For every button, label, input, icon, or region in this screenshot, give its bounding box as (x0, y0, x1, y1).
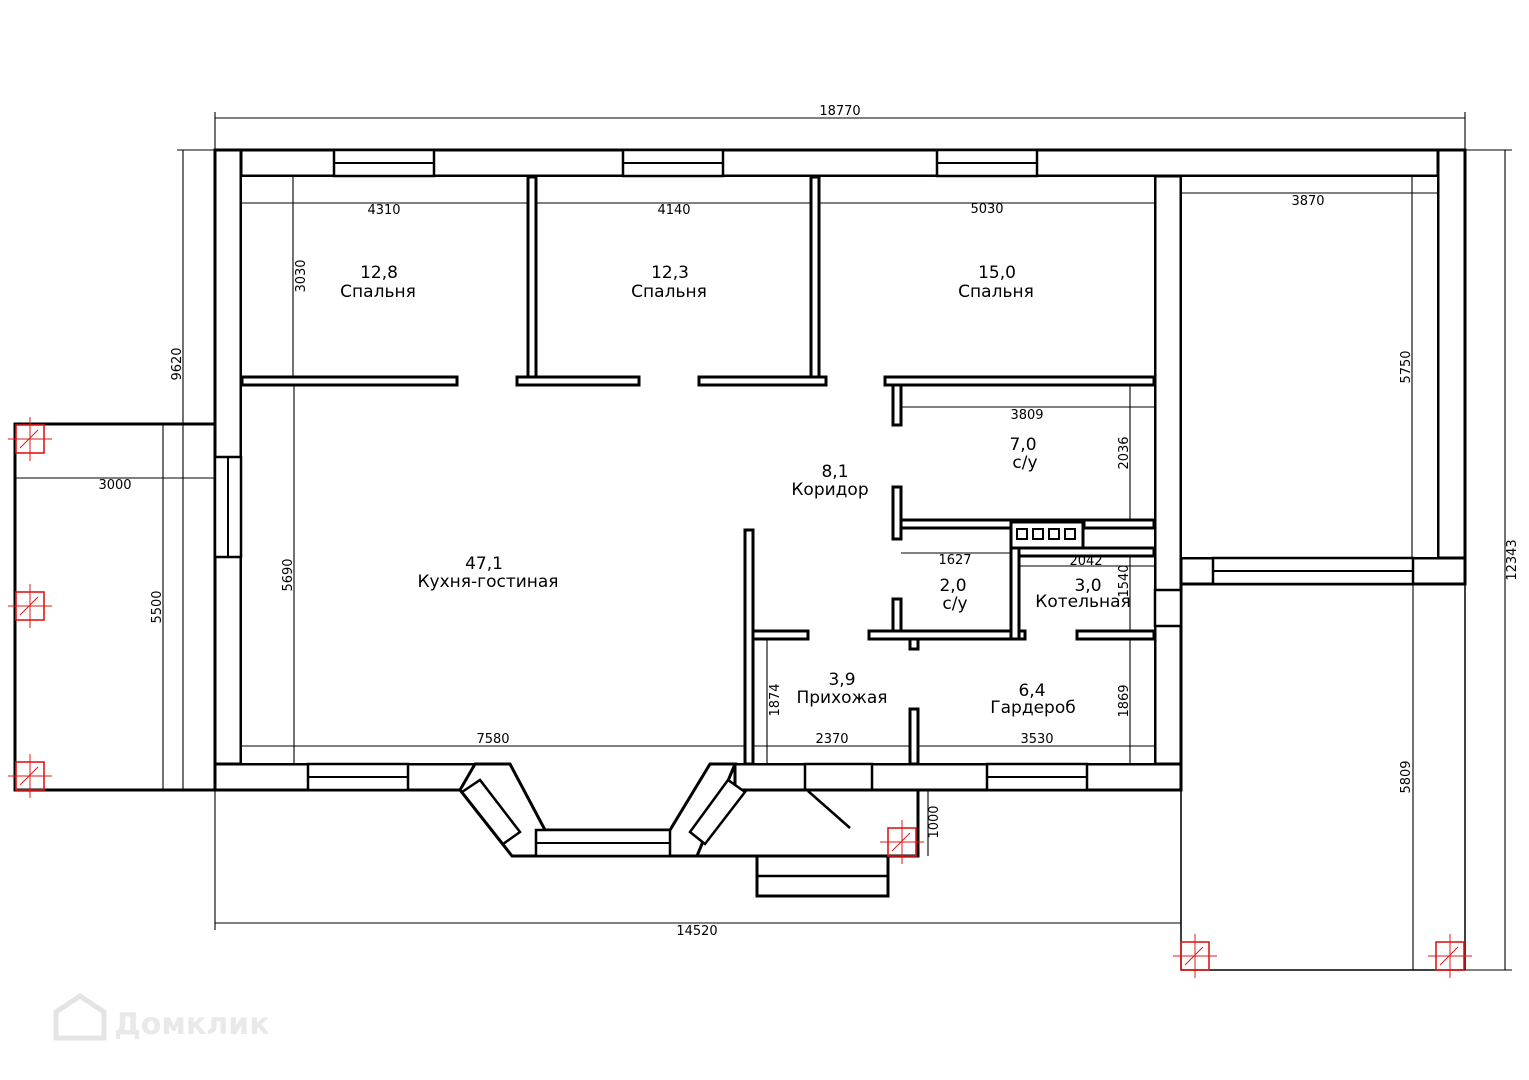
dim-bed3-width: 5030 (970, 202, 1003, 217)
room-area: 2,0 (939, 576, 966, 596)
interior-fills (242, 177, 1437, 763)
dim-porch-depth: 1000 (927, 805, 942, 838)
dim-total-width: 18770 (819, 104, 860, 119)
watermark-text: Домклик (114, 1007, 270, 1042)
vent-holes (1016, 528, 1076, 540)
dim-bed1-height: 3030 (294, 259, 309, 292)
room-corridor: 8,1 Коридор (791, 462, 868, 500)
room-labels: 12,8 Спальня 12,3 Спальня 15,0 Спальня 7… (340, 263, 1131, 718)
room-area: 3,0 (1074, 576, 1101, 596)
room-wardrobe: 6,4 Гардероб (990, 681, 1075, 718)
room-name: Кухня-гостиная (417, 572, 558, 592)
room-name: Спальня (340, 282, 416, 302)
dim-living-width: 7580 (476, 732, 509, 747)
room-name: Гардероб (990, 698, 1075, 718)
dim-bath1-width: 3809 (1010, 408, 1043, 423)
room-area: 7,0 (1009, 435, 1036, 455)
room-kitchen-living: 47,1 Кухня-гостиная (417, 554, 558, 592)
dim-hall-width: 2370 (815, 732, 848, 747)
room-name: Спальня (958, 282, 1034, 302)
post (8, 754, 52, 798)
dim-garage-height: 5750 (1399, 350, 1414, 383)
room-name: Котельная (1035, 592, 1130, 612)
post (880, 820, 924, 864)
room-bedroom-1: 12,8 Спальня (340, 263, 416, 302)
porch (697, 788, 920, 898)
room-name: с/у (1012, 453, 1037, 473)
room-name: Коридор (791, 480, 868, 500)
room-name: Прихожая (796, 688, 887, 708)
dim-carport-height: 5809 (1399, 760, 1414, 793)
dim-total-height-right: 12343 (1505, 539, 1520, 580)
room-area: 15,0 (978, 263, 1016, 283)
room-boiler: 3,0 Котельная (1035, 576, 1130, 612)
dim-hall-height: 1874 (768, 683, 783, 716)
posts (8, 417, 1472, 978)
dim-ward-width: 3530 (1020, 732, 1053, 747)
post (1173, 934, 1217, 978)
room-area: 8,1 (821, 462, 848, 482)
dim-bottom-width: 14520 (676, 924, 717, 939)
room-area: 6,4 (1018, 681, 1045, 701)
post (8, 584, 52, 628)
watermark-logo: Домклик (53, 992, 270, 1042)
room-bathroom-2: 2,0 с/у (939, 576, 967, 614)
dim-total-height-left: 9620 (170, 347, 185, 380)
room-hallway: 3,9 Прихожая (796, 670, 887, 708)
room-bathroom-1: 7,0 с/у (1009, 435, 1037, 473)
room-area: 3,9 (828, 670, 855, 690)
interior-walls (240, 175, 1156, 766)
dim-bed1-width: 4310 (367, 203, 400, 218)
post (1428, 934, 1472, 978)
dim-terrace-width: 3000 (98, 478, 131, 493)
bay-window (458, 762, 747, 858)
room-area: 12,8 (360, 263, 398, 283)
terrace (13, 422, 215, 792)
windows (213, 148, 1415, 792)
room-area: 47,1 (465, 554, 503, 574)
room-bedroom-2: 12,3 Спальня (631, 263, 707, 302)
dimension-labels: 18770 9620 12343 14520 4310 4140 5030 38… (98, 104, 1520, 939)
dim-boiler-width: 2042 (1069, 554, 1102, 569)
carport (1180, 584, 1466, 971)
dim-bed2-width: 4140 (657, 203, 690, 218)
room-name: с/у (942, 594, 967, 614)
room-area: 12,3 (651, 263, 689, 283)
post (8, 417, 52, 461)
dim-garage-width: 3870 (1291, 194, 1324, 209)
dimension-lines (15, 112, 1512, 971)
dim-bath2-width: 1627 (938, 553, 971, 568)
room-bedroom-3: 15,0 Спальня (958, 263, 1034, 302)
dim-living-height: 5690 (281, 558, 296, 591)
dim-boiler-height: 1540 (1117, 564, 1132, 597)
room-name: Спальня (631, 282, 707, 302)
dim-ward-height: 1869 (1117, 684, 1132, 717)
dim-terrace-height: 5500 (150, 590, 165, 623)
dim-bath1-height: 2036 (1117, 436, 1132, 469)
